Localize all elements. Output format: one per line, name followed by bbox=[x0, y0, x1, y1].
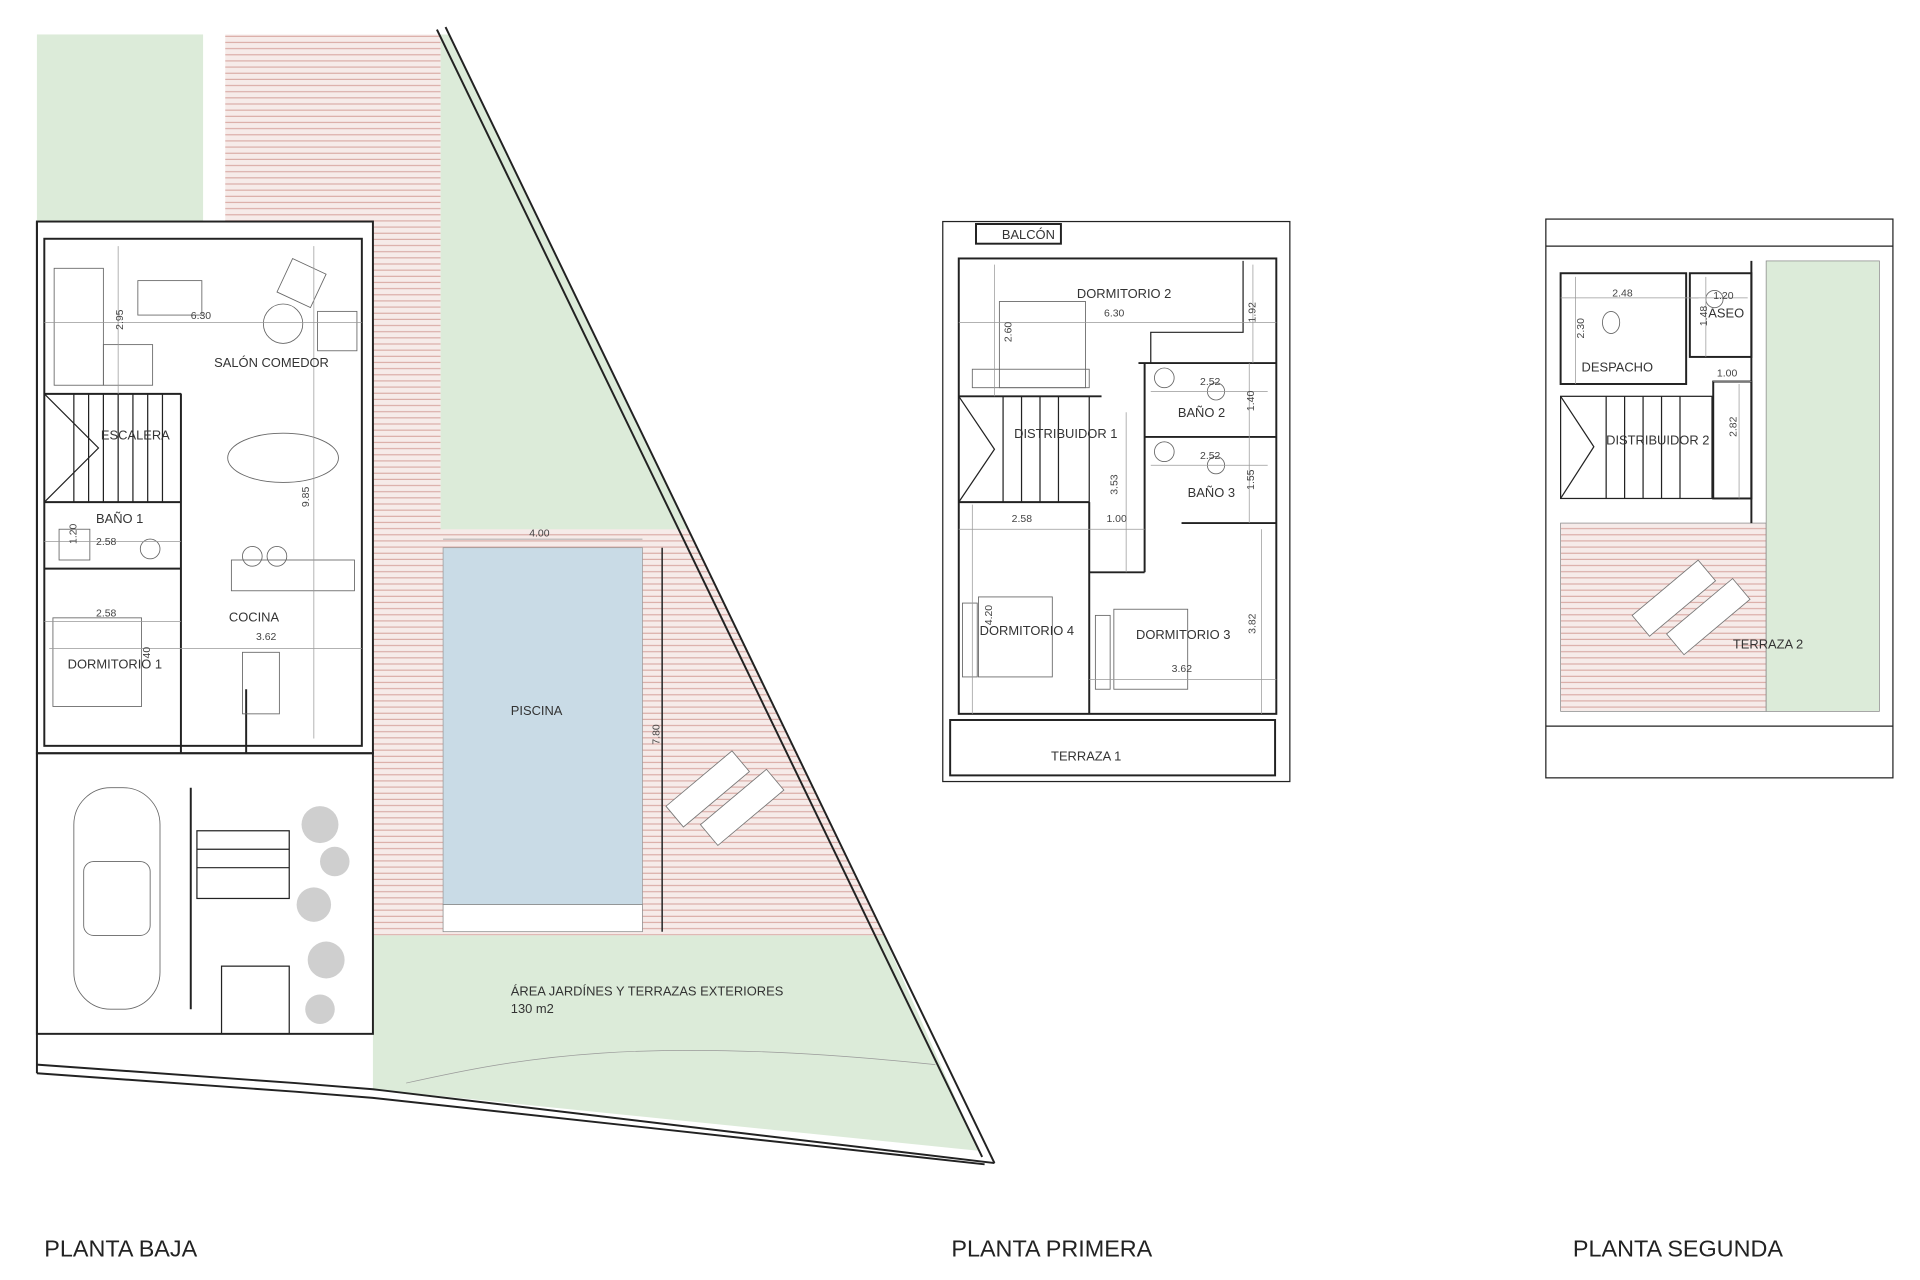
first-floor-plan: 6.30 2.60 1.92 2.52 1.40 2.52 1.55 3.53 … bbox=[942, 220, 1291, 1262]
dim-d3-width: 3.62 bbox=[1172, 664, 1193, 675]
dim-dorm1-height: 40 bbox=[142, 647, 153, 659]
dim-cocina-width: 3.62 bbox=[256, 632, 277, 643]
garden-top bbox=[36, 34, 204, 222]
room-label-aseo: ASEO bbox=[1708, 306, 1744, 321]
dim-b3-height: 1.55 bbox=[1246, 469, 1257, 490]
dim-salon-height: 2.95 bbox=[115, 309, 126, 330]
dim-dist1-height: 3.53 bbox=[1110, 474, 1121, 495]
terrace-2-green bbox=[1765, 260, 1880, 712]
sun-loungers-2 bbox=[1631, 559, 1751, 656]
dim-despacho-width: 2.48 bbox=[1612, 289, 1633, 300]
pool bbox=[442, 547, 643, 905]
dim-dorm1-width: 2.58 bbox=[96, 609, 117, 620]
dim-d3-height: 3.82 bbox=[1247, 613, 1258, 634]
dim-d2-height: 2.60 bbox=[1004, 322, 1015, 343]
dim-salon-width: 6.30 bbox=[191, 311, 212, 322]
room-label-dormitorio-2: DORMITORIO 2 bbox=[1077, 286, 1171, 301]
room-label-bano-3: BAÑO 3 bbox=[1188, 485, 1235, 500]
dim-dist1-width: 1.00 bbox=[1106, 514, 1127, 525]
pool-step bbox=[442, 904, 643, 933]
deck-area bbox=[225, 34, 884, 936]
room-label-despacho: DESPACHO bbox=[1582, 360, 1653, 375]
room-label-cocina: COCINA bbox=[229, 610, 280, 625]
dim-d4-width: 2.58 bbox=[1012, 514, 1033, 525]
dim-d4-height: 4.20 bbox=[984, 605, 995, 626]
room-label-bano-1: BAÑO 1 bbox=[96, 511, 143, 526]
room-label-garden: ÁREA JARDÍNES Y TERRAZAS EXTERIORES bbox=[511, 984, 784, 999]
dim-pool-width: 4.00 bbox=[529, 529, 550, 540]
dim-dist2-height: 2.82 bbox=[1729, 416, 1740, 437]
room-label-escalera: ESCALERA bbox=[101, 427, 170, 442]
garden-bottom bbox=[372, 935, 979, 1151]
sun-loungers bbox=[665, 750, 785, 847]
garden-side bbox=[440, 34, 688, 530]
second-floor-plan: 2.48 2.30 1.20 1.48 1.00 2.82 DESPACHO A… bbox=[1545, 218, 1894, 1262]
ground-floor-plan: 6.30 2.95 9.85 1.20 2.58 2.58 40 3.62 4.… bbox=[35, 26, 996, 1262]
title-planta-primera: PLANTA PRIMERA bbox=[951, 1236, 1152, 1262]
dim-pool-length: 7.80 bbox=[652, 724, 663, 745]
dim-bano1-width: 2.58 bbox=[96, 537, 117, 548]
plants bbox=[296, 806, 350, 1024]
car-icon bbox=[73, 787, 161, 1010]
dim-d2-height2: 1.92 bbox=[1247, 302, 1258, 323]
room-label-distribuidor-2: DISTRIBUIDOR 2 bbox=[1606, 432, 1709, 447]
ground-floor-walls bbox=[35, 220, 374, 1035]
room-label-dormitorio-4: DORMITORIO 4 bbox=[980, 623, 1074, 638]
room-label-balcon: BALCÓN bbox=[1002, 227, 1055, 242]
room-label-piscina: PISCINA bbox=[511, 703, 563, 718]
room-label-dormitorio-1: DORMITORIO 1 bbox=[68, 656, 162, 671]
dim-b2-width: 2.52 bbox=[1200, 377, 1221, 388]
dim-dist2-width: 1.00 bbox=[1717, 369, 1738, 380]
dim-despacho-height: 2.30 bbox=[1576, 318, 1587, 339]
dim-aseo-width: 1.20 bbox=[1713, 291, 1734, 302]
dim-total-height: 9.85 bbox=[301, 487, 312, 508]
room-label-terraza-1: TERRAZA 1 bbox=[1051, 749, 1121, 764]
room-label-salon-comedor: SALÓN COMEDOR bbox=[214, 355, 329, 370]
garden-area: 130 m2 bbox=[511, 1001, 554, 1016]
title-planta-segunda: PLANTA SEGUNDA bbox=[1573, 1236, 1783, 1262]
dim-aseo-height: 1.48 bbox=[1699, 306, 1710, 327]
room-label-dormitorio-3: DORMITORIO 3 bbox=[1136, 627, 1230, 642]
dim-bano1-height: 1.20 bbox=[68, 523, 79, 544]
room-label-distribuidor-1: DISTRIBUIDOR 1 bbox=[1014, 426, 1117, 441]
room-label-bano-2: BAÑO 2 bbox=[1178, 405, 1225, 420]
title-planta-baja: PLANTA BAJA bbox=[44, 1236, 197, 1262]
dim-b3-width: 2.52 bbox=[1200, 451, 1221, 462]
dim-d2-width: 6.30 bbox=[1104, 308, 1125, 319]
dim-b2-height: 1.40 bbox=[1246, 391, 1257, 412]
room-label-terraza-2: TERRAZA 2 bbox=[1733, 637, 1803, 652]
